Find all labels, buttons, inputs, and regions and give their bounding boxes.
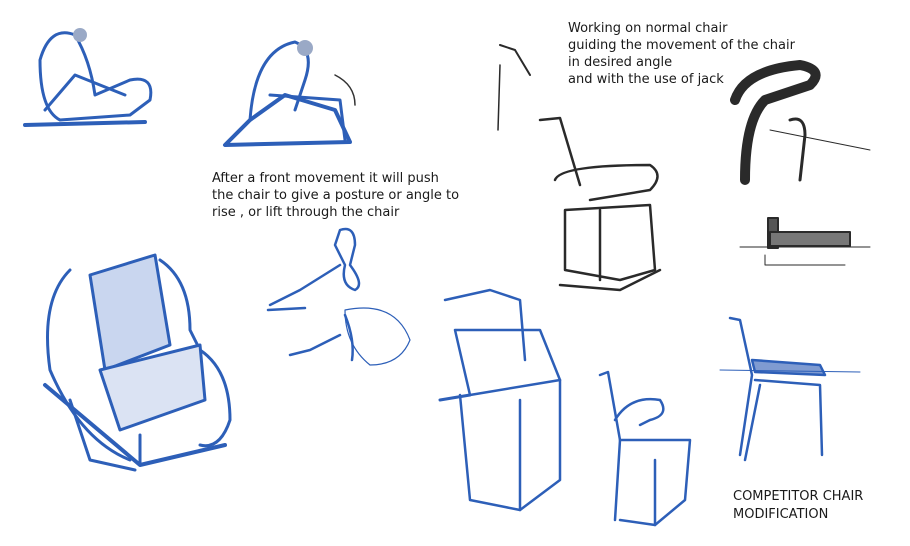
jack-chair-sketch: [497, 44, 662, 292]
rocking-chair-sketch-2: [223, 40, 356, 147]
section-detail-sketch: [739, 217, 871, 266]
box-chair-sketch: [438, 288, 562, 512]
armrest-detail-sketch: [730, 60, 871, 185]
lever-mechanism-sketch-2: [288, 307, 411, 366]
competitor-chair-label: COMPETITOR CHAIR MODIFICATION: [733, 489, 864, 522]
lever-mechanism-sketch-1: [266, 227, 361, 312]
normal-chair-note: Working on normal chair guiding the move…: [568, 21, 795, 87]
large-rocking-chair-sketch: [43, 253, 232, 472]
rocking-chair-sketch-1: [23, 28, 153, 127]
competitor-chair-sketch: [719, 316, 861, 462]
front-movement-note: After a front movement it will push the …: [212, 171, 460, 220]
lever-chair-sketch: [598, 370, 692, 527]
